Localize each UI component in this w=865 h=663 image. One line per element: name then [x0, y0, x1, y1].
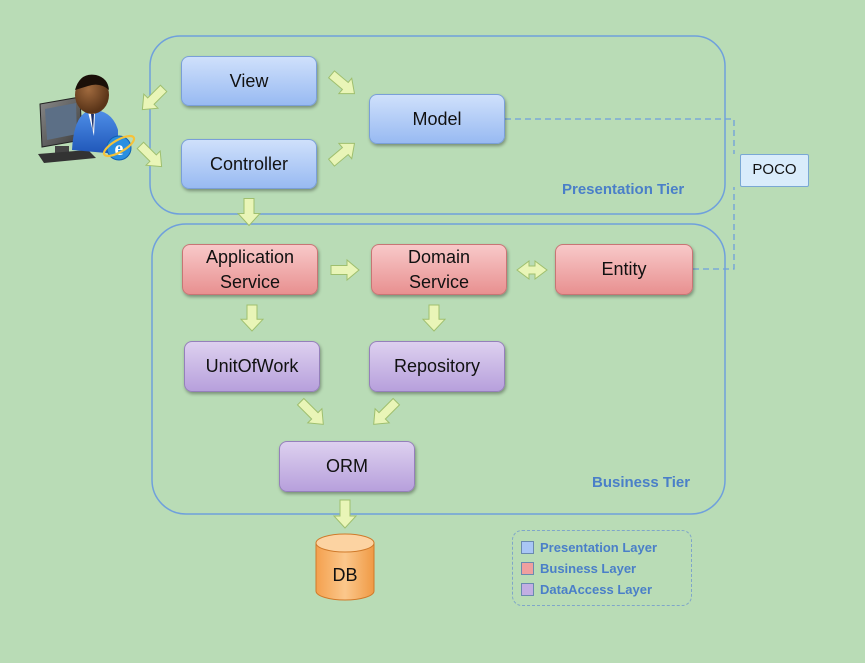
application-service-line-2: Service — [219, 271, 281, 292]
svg-text:e: e — [115, 138, 124, 160]
business-tier-label: Business Tier — [592, 474, 691, 491]
business-tier-container — [151, 223, 726, 515]
poco-node: POCO — [740, 154, 809, 187]
model-poco-connector — [505, 118, 735, 154]
internet-explorer-icon: e — [102, 134, 136, 161]
arrow-appservice-to-domainservice — [330, 258, 360, 282]
arrow-view-to-user — [141, 84, 168, 111]
arrow-domainservice-entity — [516, 260, 548, 280]
arrow-unitofwork-to-orm — [296, 397, 324, 425]
domain-service-line-2: Service — [408, 271, 470, 292]
legend-item-presentation: Presentation Layer — [521, 537, 691, 558]
presentation-tier-label: Presentation Tier — [562, 181, 685, 198]
legend-item-dataaccess: DataAccess Layer — [521, 579, 691, 600]
controller-node: Controller — [181, 139, 317, 189]
arrow-view-to-model — [327, 70, 356, 95]
arrow-domainservice-to-repository — [421, 304, 447, 332]
arrow-repository-to-orm — [373, 397, 401, 425]
unit-of-work-node: UnitOfWork — [184, 341, 320, 392]
poco-label: POCO — [752, 161, 797, 179]
legend-label-presentation: Presentation Layer — [540, 540, 658, 555]
legend-swatch-presentation — [521, 541, 534, 554]
domain-service-label: Domain Service — [408, 245, 470, 294]
model-label: Model — [412, 108, 462, 129]
application-service-label: Application Service — [206, 245, 294, 294]
user-at-computer-icon — [38, 74, 118, 163]
view-label: View — [229, 70, 269, 91]
flow-arrows — [136, 70, 548, 529]
legend-swatch-dataaccess — [521, 583, 534, 596]
arrow-appservice-to-unitofwork — [239, 304, 265, 332]
legend-label-dataaccess: DataAccess Layer — [540, 582, 653, 597]
arrow-controller-to-appservice — [236, 198, 262, 227]
repository-label: Repository — [393, 356, 481, 377]
legend-swatch-business — [521, 562, 534, 575]
orm-node: ORM — [279, 441, 415, 492]
model-node: Model — [369, 94, 505, 144]
application-service-node: Application Service — [182, 244, 318, 295]
domain-service-line-1: Domain — [407, 247, 471, 268]
legend-item-business: Business Layer — [521, 558, 691, 579]
db-cylinder — [315, 533, 375, 601]
controller-label: Controller — [209, 153, 289, 174]
arrow-orm-to-db — [332, 499, 358, 529]
unit-of-work-label: UnitOfWork — [205, 356, 299, 377]
legend: Presentation Layer Business Layer DataAc… — [512, 530, 692, 606]
repository-node: Repository — [369, 341, 505, 392]
entity-node: Entity — [555, 244, 693, 295]
entity-label: Entity — [601, 259, 647, 280]
application-service-line-1: Application — [205, 247, 295, 268]
presentation-tier-container — [149, 35, 726, 215]
arrow-user-to-controller — [136, 141, 163, 168]
orm-label: ORM — [326, 456, 368, 477]
arrow-controller-to-model — [327, 142, 356, 167]
entity-poco-connector — [693, 187, 735, 270]
legend-label-business: Business Layer — [540, 561, 637, 576]
domain-service-node: Domain Service — [371, 244, 507, 295]
db-label: DB — [332, 565, 358, 585]
view-node: View — [181, 56, 317, 106]
